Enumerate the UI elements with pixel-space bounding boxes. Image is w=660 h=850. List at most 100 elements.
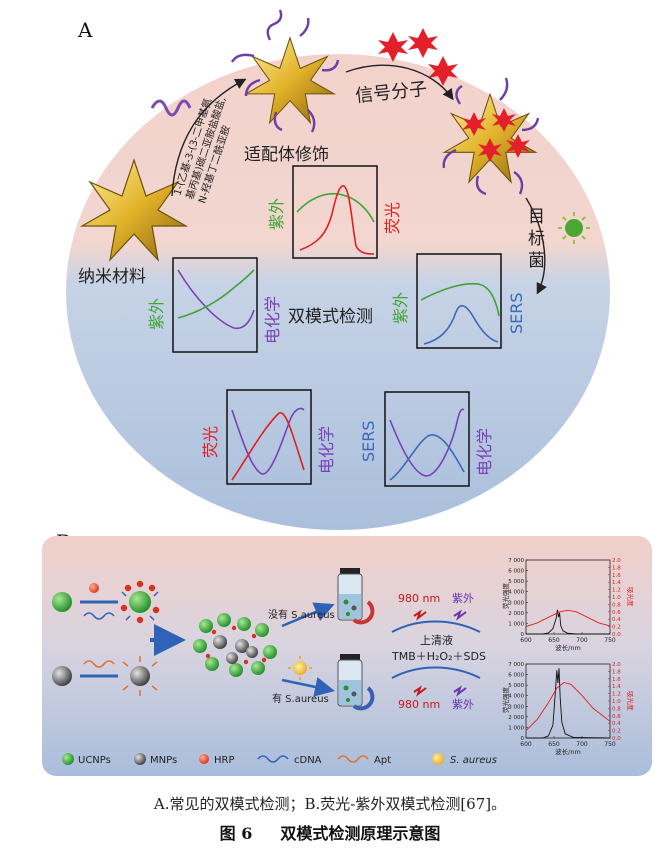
ec-label-1: 电化学 — [263, 296, 282, 344]
plot-uv-electrochem: 紫外 电化学 — [147, 257, 282, 353]
panel-a-diagram: 1-(乙基-3-(3-二甲基氨 基丙基)碳二亚胺盐酸盐, N-羟基丁二酰亚胺 适… — [66, 9, 610, 530]
legend-cdna: cDNA — [294, 755, 322, 766]
ec-label-3: 电化学 — [475, 428, 494, 476]
arrow-target — [525, 197, 547, 295]
fl-label-1: 荧光 — [383, 202, 402, 234]
y-right-tick-label: 1.0 — [612, 699, 621, 705]
laser-bolt-bottom — [413, 685, 427, 697]
legend-ucnp: UCNPs — [78, 755, 111, 766]
arrow-top-reaction — [391, 620, 481, 633]
legend: UCNPs MNPs HRP cDNA Apt S. aureus — [62, 753, 497, 766]
x-tick-label: 700 — [576, 637, 588, 644]
y-right-tick-label: 2.0 — [612, 558, 621, 564]
uv-label-2: 紫外 — [147, 298, 166, 330]
uv-bolt-top — [453, 609, 467, 621]
arrow-signal — [345, 64, 454, 101]
laser-bolt-top — [413, 609, 427, 621]
laser-label-bottom: 980 nm — [398, 698, 440, 711]
legend-sa-icon — [432, 753, 444, 765]
legend-hrp: HRP — [214, 755, 235, 766]
legend-ucnp-icon — [62, 753, 74, 765]
x-axis-label: 波长/nm — [555, 747, 581, 756]
vial-top — [337, 568, 375, 625]
x-tick-label: 600 — [520, 741, 532, 748]
legend-apt: Apt — [374, 755, 391, 766]
y-right-axis-label: 吸光度 — [626, 691, 635, 711]
y-right-axis-label: 吸光度 — [626, 587, 635, 607]
y-right-tick-label: 0.0 — [612, 736, 621, 742]
y-left-tick-label: 4 000 — [508, 694, 524, 700]
y-left-tick-label: 6 000 — [508, 569, 524, 575]
apt-strand — [83, 660, 115, 668]
panel-a-label: A — [78, 18, 93, 42]
figure-title-text: 双模式检测原理示意图 — [280, 824, 441, 843]
y-left-tick-label: 4 000 — [508, 590, 524, 596]
y-right-tick-label: 0.2 — [612, 729, 621, 735]
y-right-tick-label: 0.4 — [612, 721, 621, 727]
x-tick-label: 750 — [604, 637, 616, 644]
y-right-tick-label: 1.2 — [612, 692, 621, 698]
x-tick-label: 700 — [576, 741, 588, 748]
x-tick-label: 600 — [520, 637, 532, 644]
y-right-tick-label: 0.0 — [612, 632, 621, 638]
legend-mnp: MNPs — [150, 755, 177, 766]
sers-label-1: SERS — [507, 292, 526, 334]
y-left-tick-label: 5 000 — [508, 579, 524, 585]
background-circle — [66, 54, 610, 530]
y-right-tick-label: 1.0 — [612, 595, 621, 601]
s-aureus-icon — [558, 212, 590, 244]
uv-label-1: 紫外 — [267, 198, 286, 230]
y-right-tick-label: 0.8 — [612, 602, 621, 608]
x-tick-label: 750 — [604, 741, 616, 748]
plot-sers-electrochem: SERS 电化学 — [359, 391, 494, 487]
y-left-tick-label: 3 000 — [508, 704, 524, 710]
uv-label-3: 紫外 — [391, 292, 410, 324]
legend-hrp-icon — [199, 754, 209, 764]
y-left-tick-label: 2 000 — [508, 715, 524, 721]
figure-caption: A.常见的双模式检测；B.荧光-紫外双模式检测[67]。 — [153, 795, 507, 813]
y-left-tick-label: 0 — [521, 736, 525, 742]
uv-bolt-bottom — [453, 685, 467, 697]
aptamer-strand — [150, 99, 192, 117]
probe-cluster — [193, 613, 277, 677]
legend-mnp-icon — [134, 753, 146, 765]
legend-sa: S. aureus — [450, 755, 497, 766]
arrow-modify — [171, 78, 247, 197]
mnp-apt-conjugate — [122, 656, 158, 696]
aptamer-mod-label: 适配体修饰 — [244, 145, 329, 165]
cdna-strand — [83, 612, 115, 620]
y-left-tick-label: 2 000 — [508, 611, 524, 617]
y-right-tick-label: 0.4 — [612, 617, 621, 623]
dual-mode-label: 双模式检测 — [288, 307, 373, 327]
signal-molecules — [378, 28, 458, 86]
nanostar-aptamer — [230, 9, 340, 133]
y-left-tick-label: 0 — [521, 632, 525, 638]
y-left-tick-label: 6 000 — [508, 673, 524, 679]
target-label-3: 菌 — [528, 251, 545, 271]
y-left-tick-label: 1 000 — [508, 621, 524, 627]
fluorescence-series — [526, 609, 610, 635]
y-right-tick-label: 0.2 — [612, 625, 621, 631]
plot-uv-fluorescence: 紫外 荧光 — [267, 165, 402, 259]
y-right-tick-label: 0.8 — [612, 706, 621, 712]
absorbance-series — [525, 609, 611, 628]
supernatant-label: 上清液 — [420, 633, 453, 647]
absorbance-series — [525, 682, 611, 731]
y-right-tick-label: 1.6 — [612, 573, 621, 579]
hrp-icon — [89, 583, 99, 593]
x-axis-label: 波长/nm — [555, 643, 581, 652]
arrow-no-sa — [281, 602, 335, 628]
has-sa-label: 有 S.aureus — [272, 692, 329, 705]
uv-label-bottom: 紫外 — [452, 698, 474, 711]
mnp-icon — [52, 666, 72, 686]
ec-label-2: 电化学 — [317, 426, 336, 474]
fluorescence-series — [526, 668, 611, 739]
sers-label-2: SERS — [359, 420, 378, 462]
y-left-tick-label: 1 000 — [508, 725, 524, 731]
nanostar-bare — [79, 158, 189, 262]
plot-uv-sers: 紫外 SERS — [391, 253, 526, 349]
y-left-tick-label: 7 000 — [508, 558, 524, 564]
